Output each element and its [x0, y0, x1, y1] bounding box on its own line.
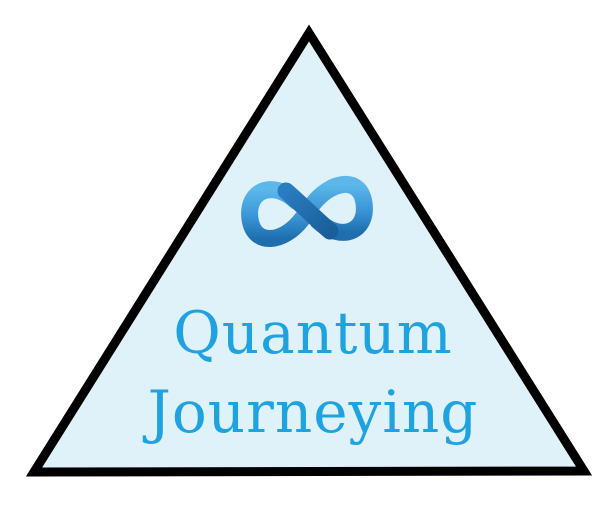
- logo-title-line-1: Quantum: [173, 299, 453, 367]
- infinity-icon: [241, 176, 373, 247]
- triangle-shape: [25, 24, 593, 477]
- logo-title-line-2: Journeying: [147, 378, 479, 446]
